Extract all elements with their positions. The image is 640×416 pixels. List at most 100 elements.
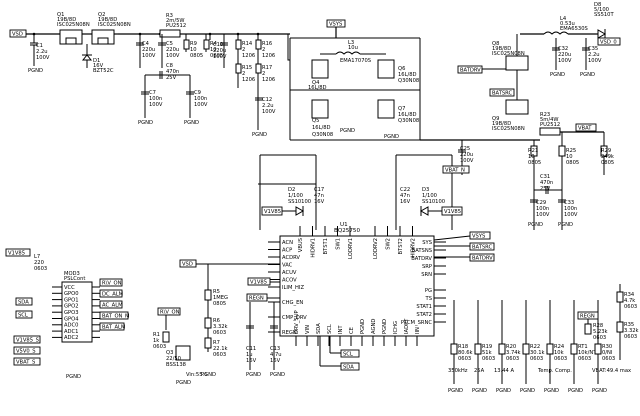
input-filter-group: C4 220u 100V C5 220u 100V R9 10 0805 R4 …: [136, 34, 276, 138]
v1v85-label-a: V1V85: [264, 209, 281, 215]
c22-val: 47n: [400, 193, 410, 199]
r35-ref: R35: [624, 322, 634, 328]
c32-rating: 100V: [558, 58, 572, 64]
mosfet-q5: [311, 99, 329, 119]
pgnd-q3: PGND: [176, 380, 191, 386]
batsrc-top-label: BATSRC: [492, 91, 513, 97]
r28-pkg: 0603: [593, 335, 606, 341]
d3-part: SS10100: [422, 199, 445, 205]
r7-pkg: 0603: [213, 352, 226, 358]
pgnd-r30: PGND: [592, 388, 607, 394]
c17-val: 47n: [314, 193, 324, 199]
r25-ref: R25: [566, 148, 576, 154]
h-bridge: Q4 16L/8D Q5 16L/8D Q30N08 Q6 16L/8D Q30…: [287, 34, 421, 141]
vbat-label: VBAT: [578, 126, 592, 132]
ichg-note: 13.44 A: [494, 368, 514, 374]
mod-pin-gpo1: GPO1: [64, 297, 79, 303]
resistor-r23: [539, 127, 561, 136]
dcalm-tag: [99, 289, 123, 298]
vbat-divider: R34 4.7k 0603 R35 3.32k 0603: [616, 284, 639, 360]
u1-part: BQ25750: [334, 228, 360, 234]
r23-val: 5m/4W: [540, 117, 559, 123]
c10-ref: C10: [213, 42, 223, 48]
mod-pin-adc1: ADC1: [64, 329, 78, 335]
vsd-left-label: VSD: [182, 262, 193, 268]
u1-pin-ce: CE: [349, 327, 355, 334]
vbat-n-label: VBAT_N: [445, 168, 465, 174]
acalm-tag: [99, 300, 123, 309]
capacitor-c1: C1 2.2u 100V PGND: [28, 34, 50, 74]
battery-fets: BATDRV BATSRC Q8 19B/8D ISC025N08N Q9 19…: [420, 34, 614, 230]
resistor-rt1: [570, 343, 578, 355]
c8-rating: 25V: [166, 75, 177, 81]
vbat-tag: [575, 123, 597, 132]
q2-part: ISC025N08N: [98, 22, 131, 28]
c8-ref: C8: [166, 63, 173, 69]
r7-val: 22.1k: [213, 346, 228, 352]
r7-ref: R7: [213, 340, 220, 346]
u1-pin-sys: SYS: [422, 240, 432, 246]
regn-left-label: REGN: [249, 296, 264, 302]
r19-pkg: 0603: [482, 356, 495, 362]
d3-val: 1/100: [422, 193, 437, 199]
c25-val: 220u: [460, 152, 473, 158]
r29-ref: R29: [601, 148, 611, 154]
batonm-label: BAT_ON_M: [102, 314, 130, 320]
u1-pin-vbus: VBUS: [298, 238, 304, 252]
vbat-n-tag: [442, 165, 470, 174]
zener-d1: D1 16V BZT52C: [81, 44, 114, 74]
c9-val: 100n: [194, 96, 207, 102]
c33-val: 100n: [564, 206, 577, 212]
u1-pin-pgnd: PGND: [360, 319, 366, 334]
q8-part: ISC025N08N: [492, 51, 525, 57]
l4-val: 0.53u: [560, 21, 575, 27]
l4-part: EMA6530S: [560, 26, 588, 32]
r5-val: 1MEG: [213, 295, 228, 301]
pgnd-c9: PGND: [184, 120, 199, 126]
vsys-top: VSYS: [326, 19, 346, 38]
u1-pin-ptcm_srnc: PTCM_SRNC: [401, 320, 432, 326]
r34-val: 4.7k: [624, 298, 635, 304]
u1-pin-acov: ACOV: [282, 277, 297, 283]
r25-val: 10: [566, 154, 573, 160]
r15-ref: R15: [242, 65, 252, 71]
diode-d8: [597, 29, 607, 39]
r28-ref: R28: [593, 323, 603, 329]
c11-ref: C11: [246, 346, 256, 352]
batalm-tag: [99, 322, 125, 331]
u1-pin-srn: SRN: [421, 272, 432, 278]
sda-mod-label: SDA: [18, 300, 29, 306]
u1-pin-vac: VAC: [282, 262, 293, 268]
r20-val: 3.74k: [506, 350, 521, 356]
pgnd-r7: PGND: [201, 372, 216, 378]
d1-val: 16V: [93, 63, 104, 69]
c12-rating: 100V: [262, 109, 276, 115]
v5v0s-label: V5V0_S: [16, 349, 36, 355]
r19-ref: R19: [482, 344, 492, 350]
u1-pin-pg: PG: [425, 288, 432, 294]
ntc-network: REGN R28 5.23k 0603: [577, 311, 608, 341]
pgnd-r18: PGND: [448, 388, 463, 394]
rvon-mod-label: R\V_ON: [102, 281, 122, 287]
d1-part: BZT52C: [93, 68, 114, 74]
r24-ref: R24: [554, 344, 565, 350]
r4-pkg: 0805: [210, 53, 223, 59]
u1-pin-sw2: SW2: [385, 238, 391, 250]
u1-pin-sw1: SW1: [335, 238, 341, 250]
pgnd-c35: PGND: [580, 72, 595, 78]
pgnd-bridge-a: PGND: [340, 128, 355, 134]
scl-bottom-label: SCL: [343, 352, 353, 358]
r16-ref: R16: [262, 41, 272, 47]
r3-ref: R3: [166, 13, 173, 19]
q1-val: 19B/8D: [57, 17, 76, 23]
r9-val: 10: [190, 47, 197, 53]
c25-rating: 100V: [460, 158, 474, 164]
mosfet-q4: [311, 59, 329, 79]
rvon-tag-mod: [99, 278, 123, 287]
c32-val: 220u: [558, 52, 571, 58]
u1-left-inputs: VSD V1V85 REGN: [179, 259, 280, 302]
c35-ref: C35: [588, 46, 598, 52]
resistor-r30: [594, 343, 602, 355]
regn-caps: C11 1u 16V PGND C13 4.7u 16V PGND: [246, 302, 285, 378]
u1-pin-stat2: STAT2: [416, 312, 432, 318]
